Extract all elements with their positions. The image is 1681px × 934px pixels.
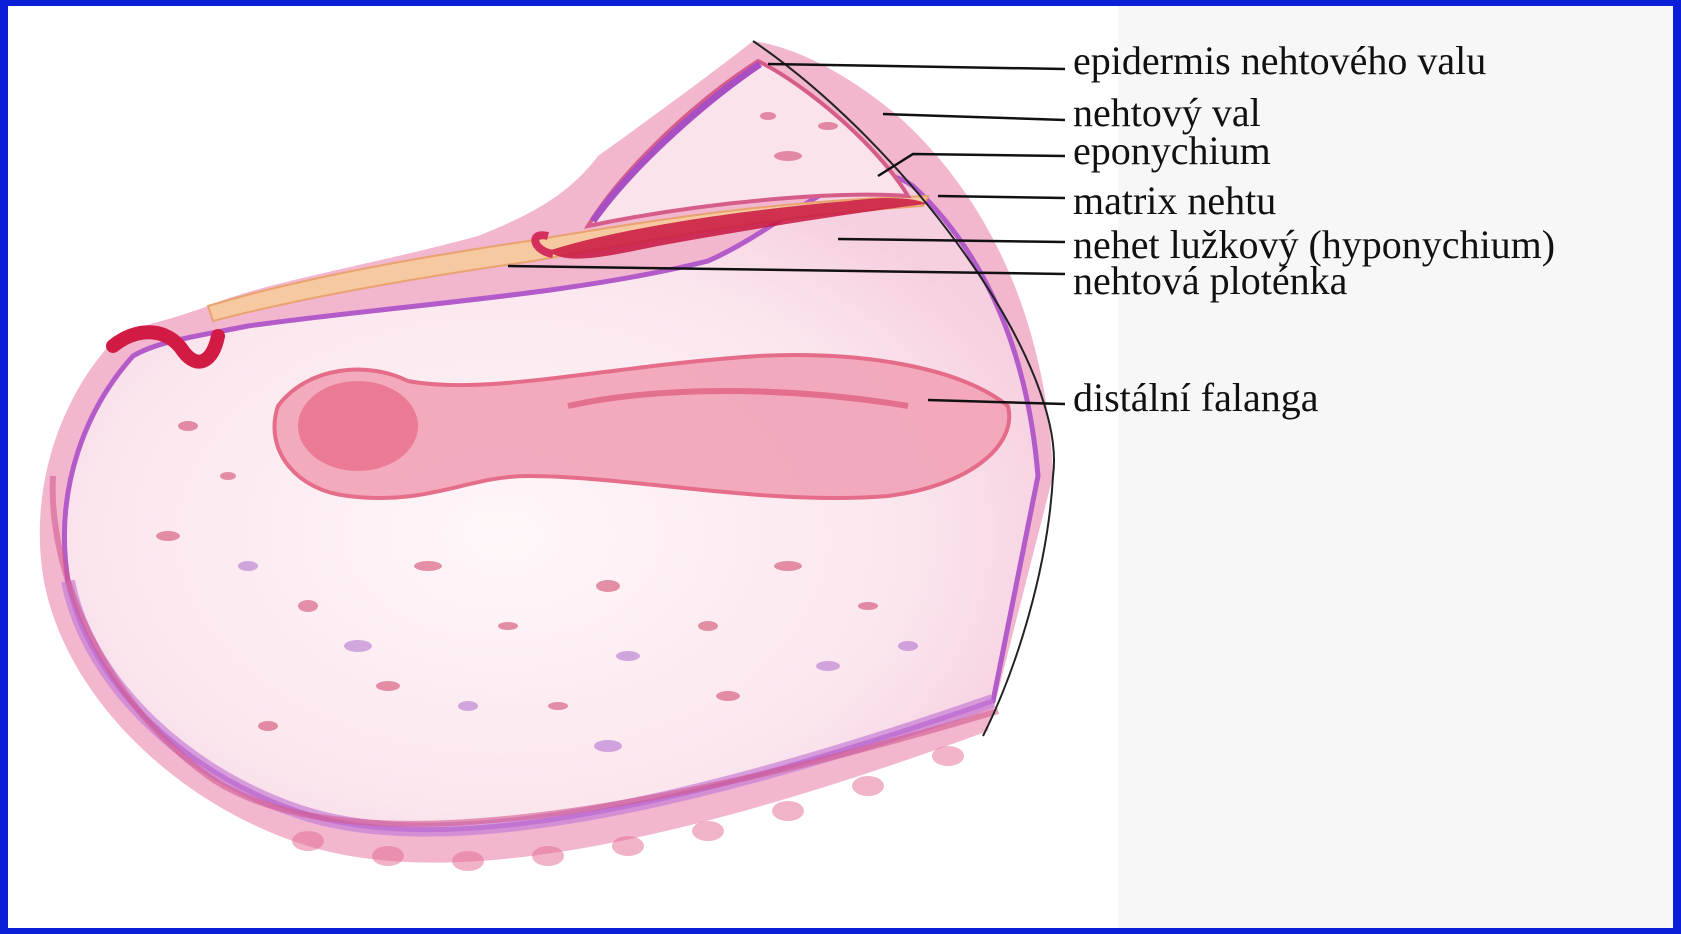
label-matrix-nehtu: matrix nehtu bbox=[1073, 178, 1276, 223]
label-nehtova-plotenka: nehtová ploténka bbox=[1073, 258, 1348, 303]
figure-frame: epidermis nehtového valu nehtový val epo… bbox=[8, 6, 1673, 928]
label-distalni-falanga: distální falanga bbox=[1073, 375, 1319, 420]
leader-line-nehtovy-val bbox=[883, 114, 1065, 120]
bone-marrow bbox=[298, 381, 418, 471]
nail-section-diagram: epidermis nehtového valu nehtový val epo… bbox=[8, 6, 1673, 928]
label-eponychium: eponychium bbox=[1073, 128, 1271, 173]
label-epidermis-valu: epidermis nehtového valu bbox=[1073, 38, 1486, 83]
